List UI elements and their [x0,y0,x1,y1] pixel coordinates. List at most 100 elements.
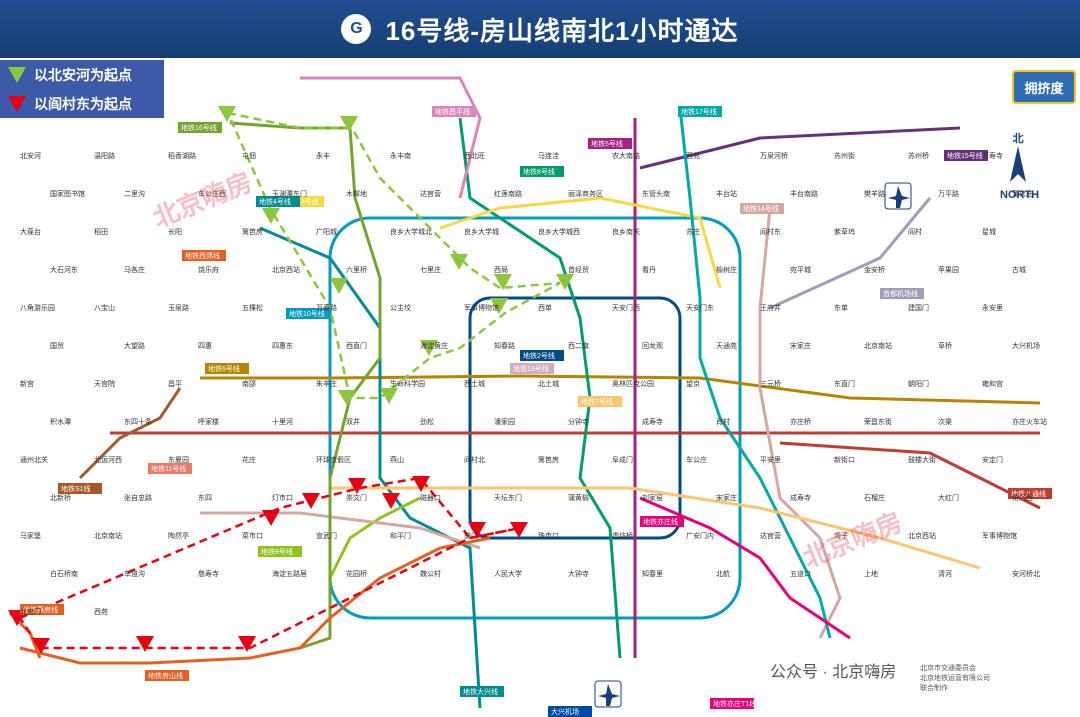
north-label: 北 [1012,133,1024,145]
station-label: 成寿寺 [642,417,663,426]
station-label: 燕山 [390,455,404,464]
station-label: 金安桥 [864,265,885,274]
station-label: 西单 [538,303,552,312]
station-label: 天通苑 [716,341,737,350]
svg-text:地铁S1线: 地铁S1线 [61,484,91,493]
line-14-west [200,511,481,550]
line-8 [458,117,622,659]
station-label: 北京西站 [272,265,300,274]
station-label: 永安里 [982,303,1003,312]
station-label: 慈寿寺 [198,569,219,578]
station-label: 朱辛庄 [316,379,337,388]
congestion-button[interactable]: 拥挤度 [1012,70,1076,104]
station-label: 亦庄火车站 [1012,417,1047,426]
station-label: 新宫 [20,379,34,388]
line-tag: 地铁17号线 [678,106,722,117]
station-label: 花园桥 [346,569,367,578]
green-marker [556,274,574,290]
line-tag: 地铁7号线 [578,396,622,407]
svg-text:地铁燕房线: 地铁燕房线 [23,605,58,614]
station-label: 西局 [494,266,508,274]
station-label: 成寿寺 [790,493,811,502]
station-label: 天坛东门 [494,493,522,502]
station-label: 达官营 [760,531,781,540]
line-tag: 大兴机场 [548,706,592,717]
station-label: 鼓楼大街 [908,455,936,464]
station-label: 稻香湖路 [168,151,196,160]
north-sub: NORTH [1000,189,1040,201]
station-label: 八角游乐园 [20,303,55,312]
station-label: 六里桥 [346,265,367,274]
station-label: 西北旺 [464,152,485,160]
legend-item-green: 以北安河为起点 [0,60,164,89]
station-label: 阎村 [908,227,922,236]
line-tag: 地铁13号线 [280,196,324,207]
station-label: 东直门 [834,379,855,388]
line-tag: 地铁亦庄T1线 [710,698,756,709]
svg-text:地铁16号线: 地铁16号线 [181,123,217,132]
subway-map: 地铁16号线地铁昌平线地铁17号线地铁5号线地铁8号线地铁13号线地铁15号线地… [8,76,1052,717]
station-label: 东四十条 [124,417,152,426]
green-marker [420,340,438,356]
station-label: 北京西站 [908,531,936,540]
svg-text:地铁6号线: 地铁6号线 [208,364,240,373]
station-label: 万平路 [938,189,959,198]
station-label: 上地 [864,569,878,578]
station-label: 车公庄 [686,455,707,464]
line-7 [330,486,981,570]
credit-line: 联合制作 [920,685,948,692]
station-label: 平安里 [760,455,781,464]
station-label: 丰台南路 [790,189,818,198]
red-marker [136,636,154,652]
line-tag: 地铁八通线 [1008,488,1052,499]
svg-text:地铁昌平线: 地铁昌平线 [435,107,470,116]
green-marker [338,390,356,406]
station-label: 永丰南 [390,151,411,160]
line-tag: 地铁亦庄线 [640,516,684,527]
station-label: 万泉河桥 [760,151,788,160]
station-label: 广阳城 [316,227,337,236]
route-green-dashed [226,111,561,400]
line-tag: 地铁西郊线 [182,250,226,261]
station-label: 东管头南 [642,189,670,198]
station-label: 长阳 [168,227,182,236]
station-label: 大石河东 [50,265,78,274]
station-label: 饶乐府 [198,265,219,274]
station-label: 天安门东 [686,303,714,312]
station-label: 磁器口 [420,493,441,502]
station-label: 积水潭 [50,417,71,426]
red-triangle-icon [8,95,26,112]
line-tag: 地铁19号线 [510,363,554,374]
station-label: 清河 [938,569,952,578]
red-marker [348,478,366,494]
line-tag: 地铁6号线 [205,363,249,374]
line-batong [779,441,1041,510]
red-marker [302,493,320,509]
station-label: 八宝山 [94,303,115,312]
station-label: 昌平 [168,380,182,388]
station-label: 安定门 [982,455,1003,464]
station-label: 东单 [834,303,848,312]
station-label: 花庄 [242,455,256,464]
line-tag: 地铁15号线 [944,150,988,161]
legend-label-green: 以北安河为起点 [34,66,132,83]
station-label: 宛平城 [790,265,811,274]
station-label: 西直门 [346,341,367,350]
station-label: 阜成门 [612,455,633,464]
station-label: 草桥 [938,341,952,350]
line-changping [300,76,482,199]
station-label: 苏州街 [834,151,855,160]
footer-credit: 北京市交通委员会 北京地铁运营有限公司 联合制作 [920,664,990,694]
line-2-loop [468,296,682,540]
station-label: 国贸 [50,341,64,350]
station-label: 王府井 [760,303,781,312]
airport-daxing-icon [594,680,622,708]
station-label: 达官营 [420,189,441,198]
airport-capital-icon [884,182,912,210]
svg-text:地铁八通线: 地铁八通线 [1011,489,1046,498]
station-label: 角门西 [1012,493,1033,502]
red-marker [32,638,50,654]
station-label: 建国门 [908,303,929,312]
station-label: 四惠 [198,341,212,350]
red-markers [8,476,528,654]
